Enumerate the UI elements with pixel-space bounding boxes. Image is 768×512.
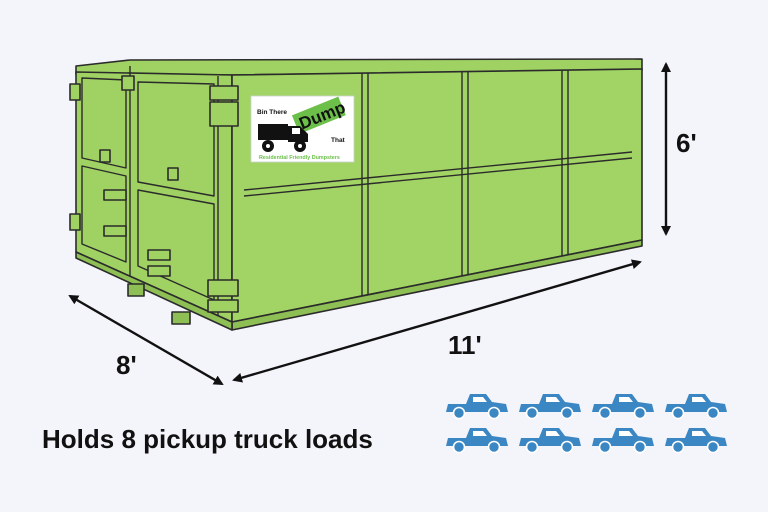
dumpster-illustration <box>69 58 643 331</box>
end-door-frames <box>81 66 219 316</box>
capacity-caption: Holds 8 pickup truck loads <box>42 424 373 454</box>
logo-tagline: Residential Friendly Dumpsters <box>259 155 340 161</box>
width-arrow-icon <box>68 294 224 386</box>
pickup-truck-icon <box>519 394 581 420</box>
logo-truck-icon <box>258 124 308 152</box>
pickup-truck-icon <box>665 428 727 454</box>
length-arrow-icon <box>232 259 642 383</box>
pickup-truck-icon <box>665 394 727 420</box>
pickup-truck-icon <box>446 428 508 454</box>
width-label: 8' <box>116 350 137 380</box>
pickup-truck-icon <box>519 428 581 454</box>
length-label: 11' <box>448 330 482 360</box>
logo-line1: Bin There <box>257 109 287 116</box>
pickup-truck-icon <box>592 394 654 420</box>
door-hinges <box>69 75 239 313</box>
pickup-truck-icon <box>592 428 654 454</box>
dimension-arrows <box>68 62 671 386</box>
company-logo: Bin There Dump That Residential Friendly… <box>250 95 355 163</box>
side-panel-seams <box>243 70 633 296</box>
logo-line2: That <box>331 137 346 144</box>
height-label: 6' <box>676 128 697 158</box>
truck-loads-grid <box>446 394 727 454</box>
pickup-truck-icon <box>446 394 508 420</box>
